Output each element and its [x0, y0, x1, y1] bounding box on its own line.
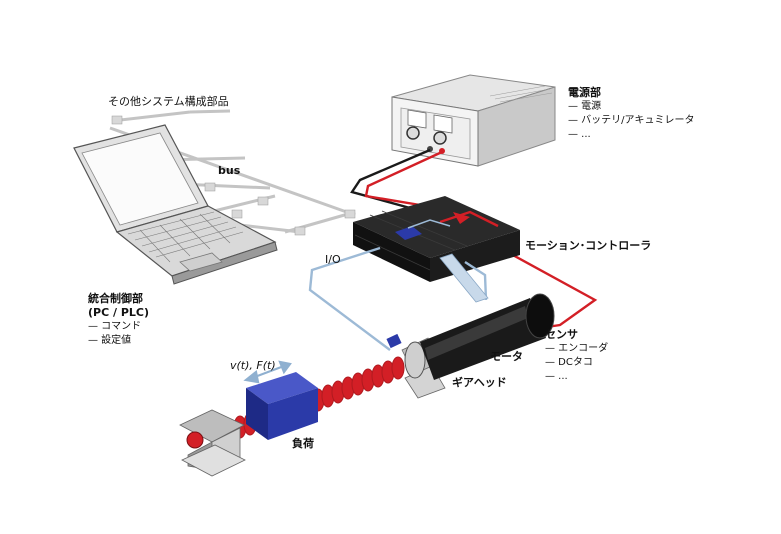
load-label: 負荷: [292, 436, 314, 450]
sensor-list: — エンコーダ — DCタコ — ...: [545, 342, 608, 384]
sensor-block: センサ — エンコーダ — DCタコ — ...: [545, 328, 608, 384]
other-parts-label: その他システム構成部品: [108, 94, 229, 108]
sensor-title: センサ: [545, 328, 578, 341]
motion-controller-label: モーション･コントローラ: [525, 239, 651, 252]
motion-arrow: [243, 360, 292, 384]
power-supply-block: 電源部 — 電源 — バッテリ/アキュミレータ — ...: [568, 86, 695, 142]
motor-assembly: [386, 293, 555, 399]
power-supply-title: 電源部: [568, 86, 601, 99]
gearhead-label: ギアヘッド: [452, 375, 507, 389]
signal-cables: [308, 246, 488, 351]
list-item: — 設定値: [88, 335, 132, 346]
list-item: — バッテリ/アキュミレータ: [568, 115, 695, 126]
io-label: I/O: [325, 253, 341, 266]
bearing-block: [179, 409, 246, 477]
integrated-control-block: 統合制御部 (PC / PLC) — コマンド — 設定値: [88, 292, 149, 348]
motor-label: モータ: [490, 350, 523, 363]
list-item: — DCタコ: [545, 357, 593, 368]
integrated-control-title: 統合制御部: [88, 292, 143, 305]
load-block: [246, 372, 318, 440]
list-item: — ...: [545, 371, 568, 382]
motion-controller: [353, 196, 520, 282]
velocity-force-label: v(t), F(t): [230, 359, 276, 372]
power-supply: [391, 74, 556, 167]
list-item: — エンコーダ: [545, 343, 609, 354]
list-item: — ...: [568, 129, 591, 140]
power-supply-list: — 電源 — バッテリ/アキュミレータ — ...: [568, 100, 695, 142]
bus-label: bus: [218, 164, 241, 177]
signal-bracket: [439, 253, 489, 303]
list-item: — コマンド: [88, 321, 142, 332]
integrated-control-list: — コマンド — 設定値: [88, 320, 149, 348]
list-item: — 電源: [568, 101, 602, 112]
laptop: [73, 124, 278, 285]
integrated-control-subtitle: (PC / PLC): [88, 306, 150, 319]
